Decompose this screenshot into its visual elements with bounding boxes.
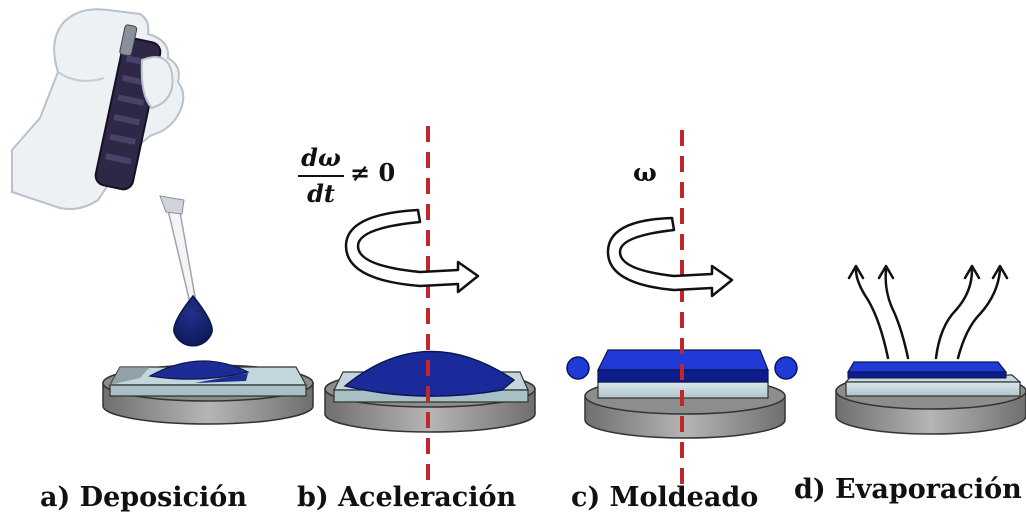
caption-molding: c) Moldeado: [571, 482, 759, 513]
caption-acceleration: b) Aceleración: [297, 482, 517, 513]
panel-c-molding: [566, 130, 798, 484]
solution-puddle: [148, 360, 250, 383]
angular-velocity-label: ω: [633, 158, 657, 187]
fraction-numerator: dω: [301, 143, 341, 172]
droplet: [173, 294, 213, 347]
ejected-droplet-left: [566, 356, 590, 380]
fraction-bar: [298, 175, 344, 177]
panel-b-acceleration: [324, 126, 536, 482]
not-equal-zero-label: ≠ 0: [350, 158, 396, 187]
caption-deposition: a) Deposición: [40, 482, 247, 513]
caption-evaporation: d) Evaporación: [794, 474, 1022, 505]
evaporation-arrows-icon: [847, 264, 1009, 360]
panel-a-deposition: [11, 8, 314, 425]
panel-d-evaporation: [835, 264, 1026, 435]
gloved-hand-pipette-icon: [11, 8, 197, 304]
film: [597, 349, 769, 383]
film: [846, 361, 1008, 379]
angular-acceleration-fraction: dω dt: [298, 143, 344, 209]
rotation-arrow-icon: [606, 216, 734, 298]
fraction-denominator: dt: [307, 179, 335, 208]
rotation-arrow-icon: [344, 208, 480, 294]
ejected-droplet-right: [774, 356, 798, 380]
